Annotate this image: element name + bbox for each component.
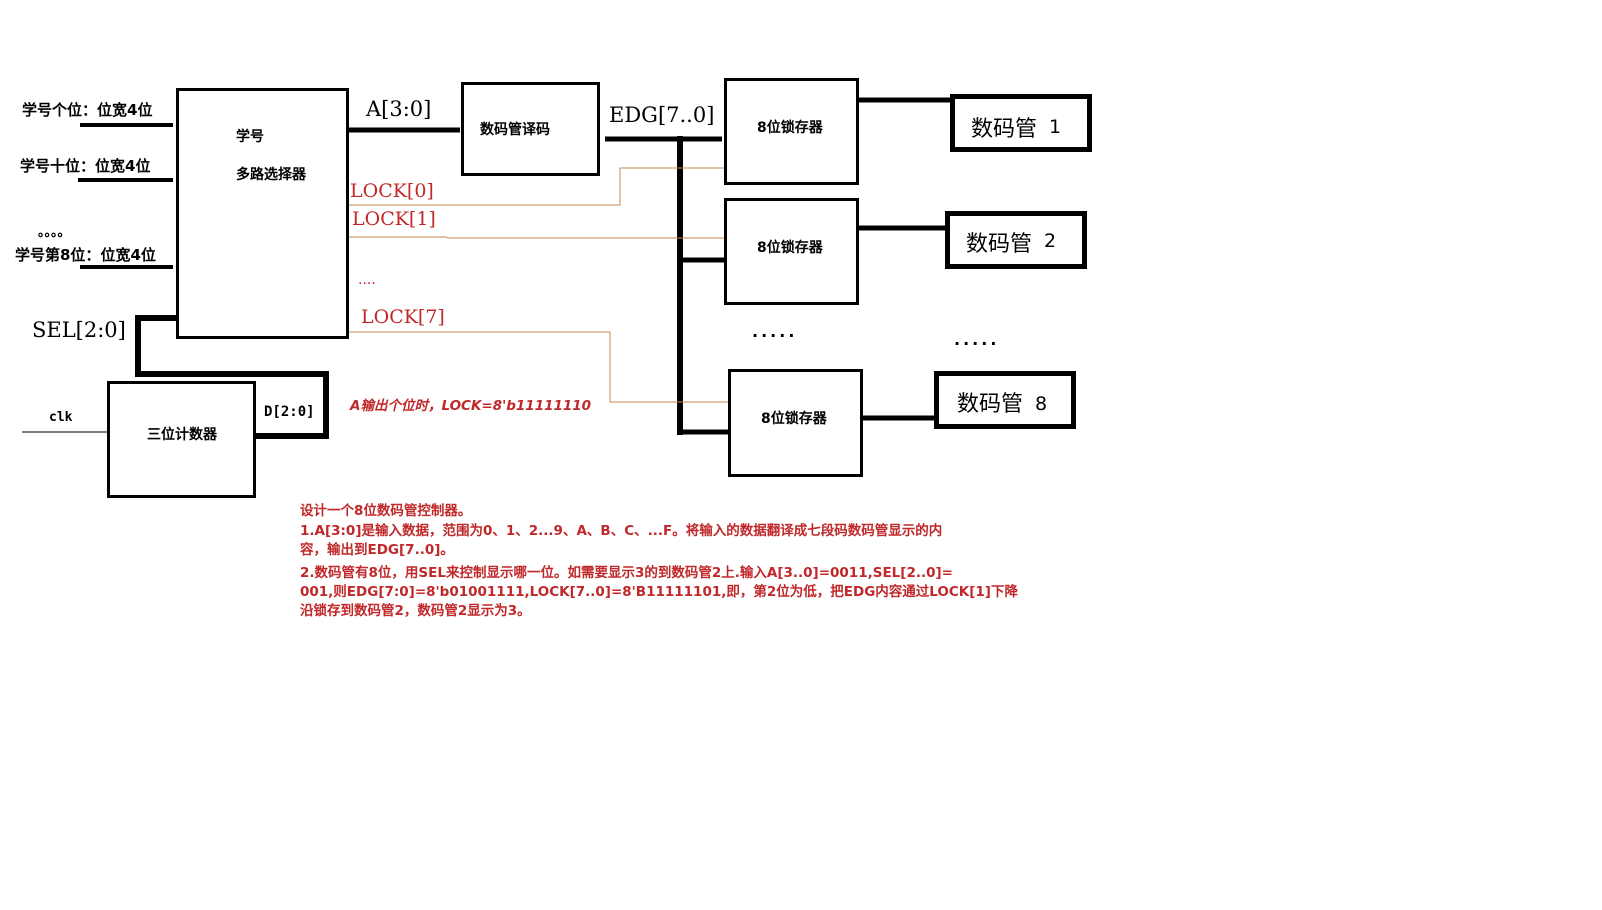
lock0-wire <box>342 167 730 206</box>
description-title: 设计一个8位数码管控制器。 <box>300 503 472 519</box>
latch-label-8: 8位锁存器 <box>761 411 827 427</box>
d-signal-label: D[2:0] <box>264 404 315 420</box>
decoder-block: 数码管译码 <box>461 82 600 176</box>
latch-label-1: 8位锁存器 <box>757 120 823 136</box>
decoder-label: 数码管译码 <box>480 122 550 138</box>
display-name-1: 数码管 <box>971 117 1038 142</box>
mux-label-line1: 学号 <box>236 129 264 145</box>
display-num-8: 8 <box>1035 393 1048 415</box>
lock7-wire <box>346 331 732 403</box>
description-p2-line2: 001,则EDG[7:0]=8'b01001111,LOCK[7..0]=8'B… <box>300 584 1018 600</box>
display-ellipsis: ..... <box>954 330 1000 349</box>
clk-label: clk <box>49 410 73 425</box>
display-block-8: 数码管 8 <box>934 371 1076 429</box>
latch-block-8: 8位锁存器 <box>728 369 863 477</box>
display-name-2: 数码管 <box>966 232 1033 257</box>
lock1-label: LOCK[1] <box>352 208 436 230</box>
lock1-wire <box>342 236 730 239</box>
latch-label-2: 8位锁存器 <box>757 240 823 256</box>
input-ellipsis: 。。。。 <box>38 225 71 240</box>
lock-note: A输出个位时，LOCK=8'b11111110 <box>350 398 592 414</box>
description-p2-line3: 沿锁存到数码管2，数码管2显示为3。 <box>300 603 531 619</box>
description-p1-line2: 容，输出到EDG[7..0]。 <box>300 542 454 558</box>
edg-signal-label: EDG[7..0] <box>609 103 715 127</box>
lock7-label: LOCK[7] <box>361 306 445 328</box>
display-num-1: 1 <box>1049 116 1062 138</box>
display-block-1: 数码管 1 <box>950 94 1092 152</box>
latch-block-2: 8位锁存器 <box>724 198 859 305</box>
description-p2-line1: 2.数码管有8位，用SEL来控制显示哪一位。如需要显示3的到数码管2上.输入A[… <box>300 565 953 581</box>
input-label-eighth: 学号第8位：位宽4位 <box>15 246 156 264</box>
input-label-ones: 学号个位：位宽4位 <box>22 101 153 119</box>
latch-ellipsis: ..... <box>752 322 798 341</box>
display-block-2: 数码管 2 <box>945 211 1087 269</box>
a-signal-label: A[3:0] <box>366 97 432 121</box>
sel-signal-label: SEL[2:0] <box>32 318 126 342</box>
sel-bus <box>135 315 329 439</box>
display-num-2: 2 <box>1044 230 1057 252</box>
mux-label-line2: 多路选择器 <box>236 167 306 183</box>
counter-block: 三位计数器 <box>107 381 256 498</box>
display-name-8: 数码管 <box>957 392 1024 417</box>
lock-ellipsis: .... <box>358 272 376 288</box>
counter-label: 三位计数器 <box>147 427 217 443</box>
latch-block-1: 8位锁存器 <box>724 78 859 185</box>
input-label-tens: 学号十位：位宽4位 <box>20 157 151 175</box>
lock0-label: LOCK[0] <box>350 180 434 202</box>
description-p1-line1: 1.A[3:0]是输入数据，范围为0、1、2...9、A、B、C、...F。将输… <box>300 523 943 539</box>
mux-block: 学号 多路选择器 <box>176 88 349 339</box>
